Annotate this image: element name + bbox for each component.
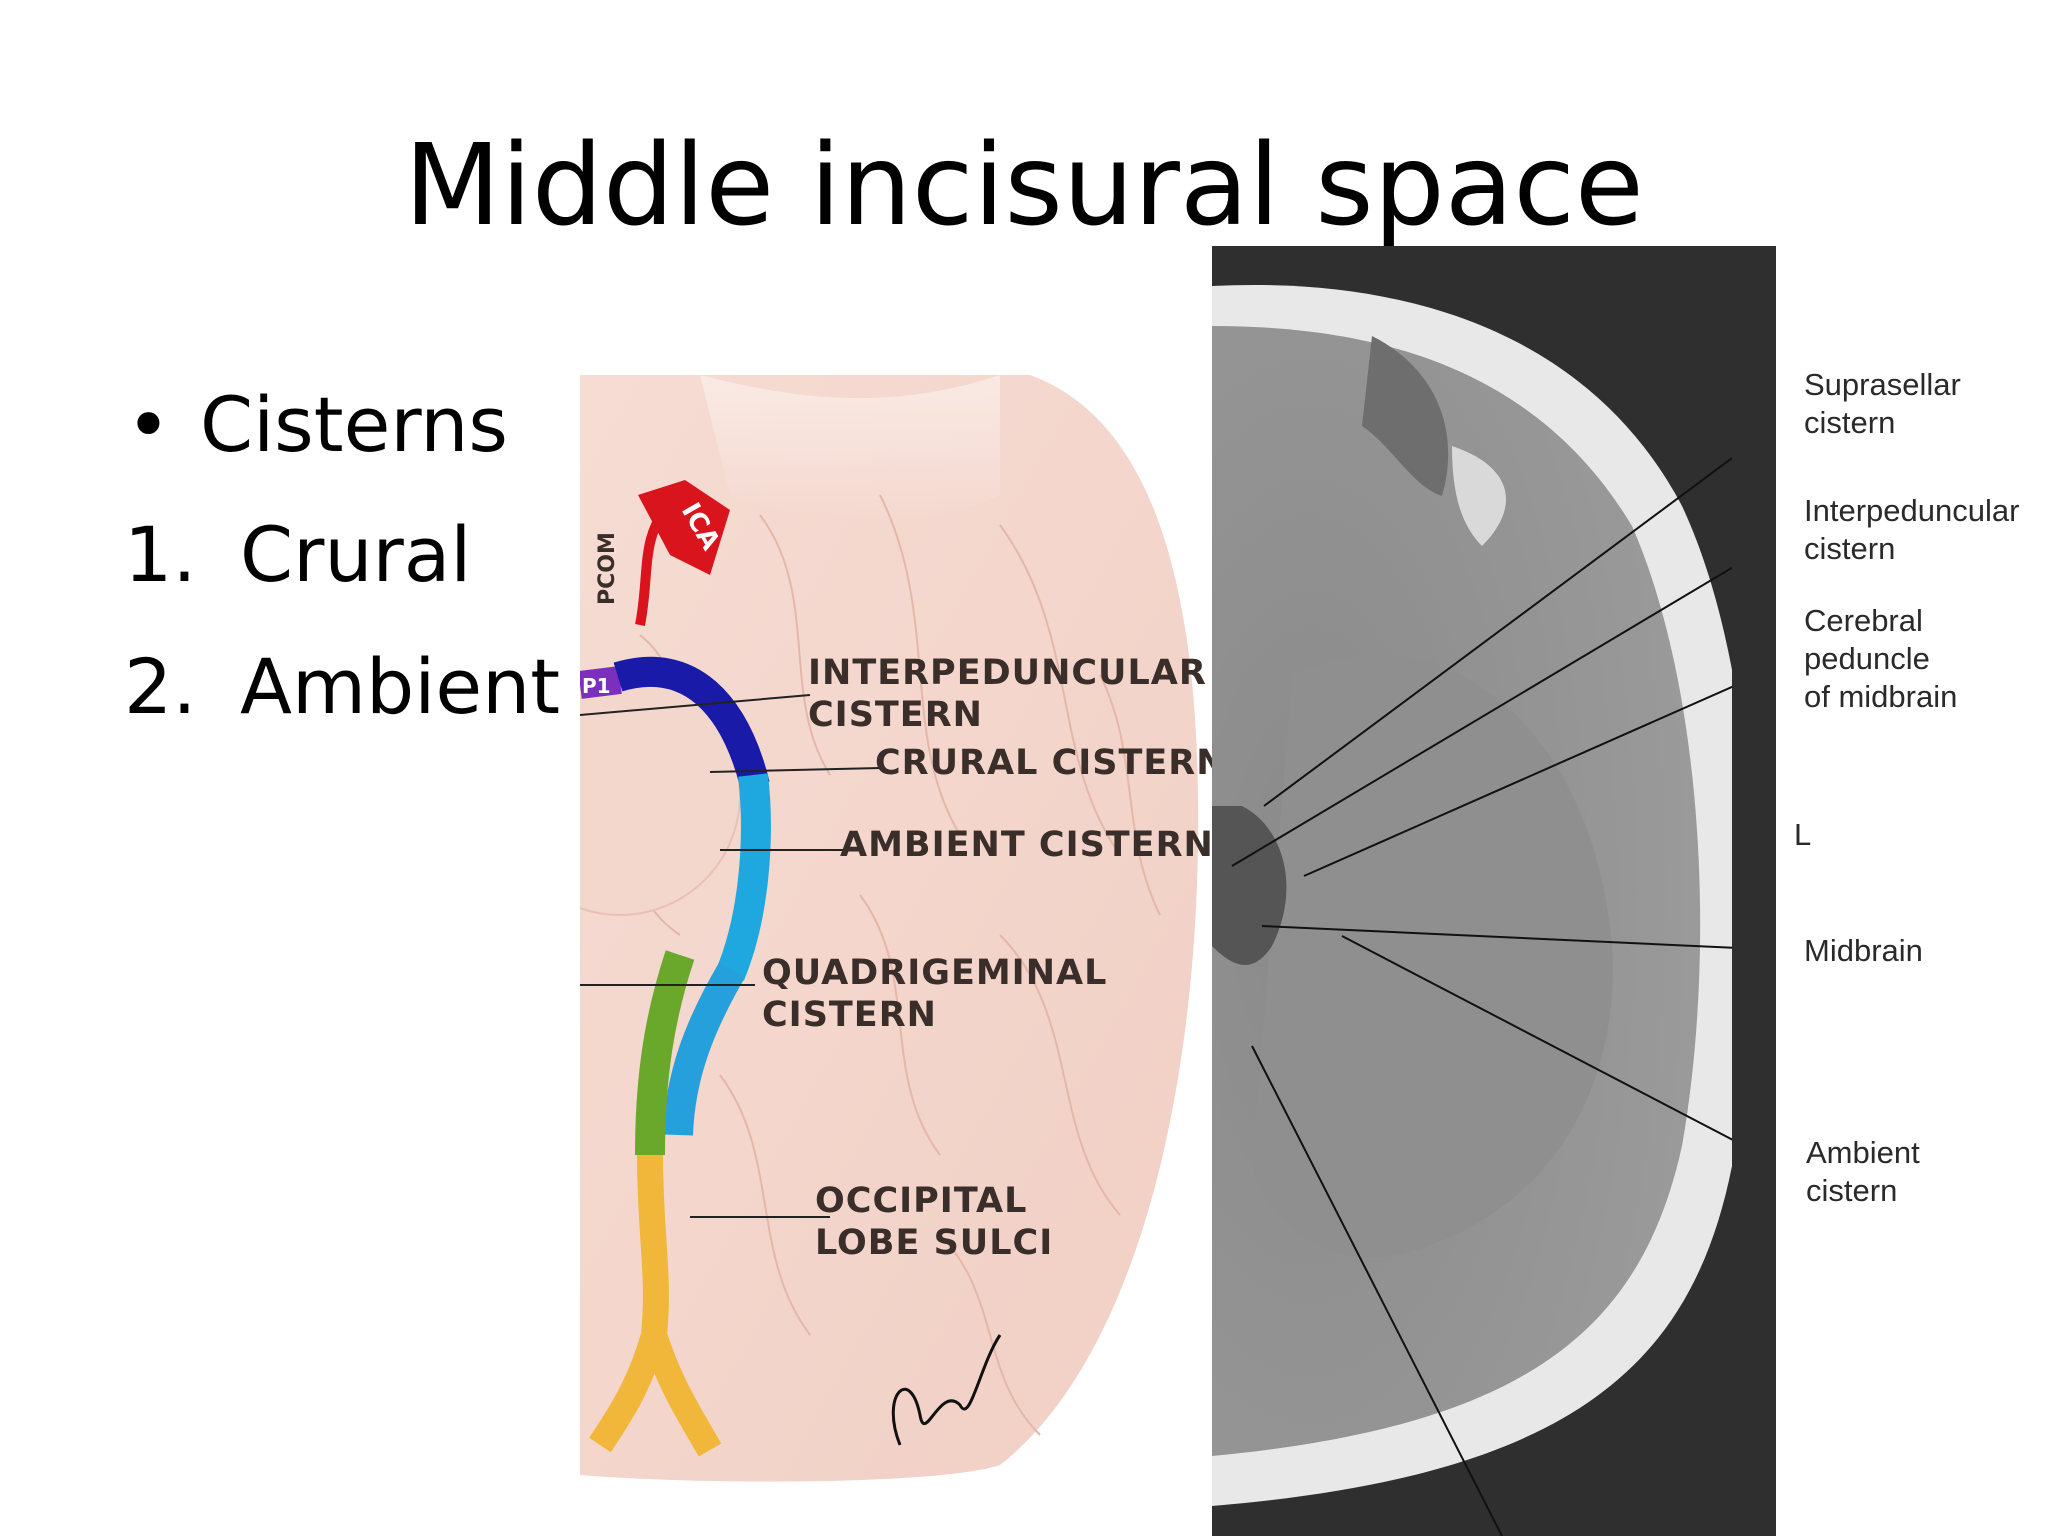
- occipital-segment: [589, 1154, 722, 1457]
- frontal-region: [1362, 336, 1449, 496]
- side-marker-left: L: [1794, 817, 1812, 852]
- pcom-label: PCOM: [595, 532, 620, 605]
- crural-segment: [716, 773, 771, 981]
- bullet-number: 2.: [124, 642, 197, 731]
- p1-segment: [580, 666, 622, 699]
- label-suprasellar-cistern: Suprasellar cistern: [1804, 367, 1961, 440]
- bullet-number: 1.: [124, 510, 197, 599]
- bullet-text: Crural: [240, 510, 472, 599]
- label-crural-cistern: CRURAL CISTERN: [875, 743, 1227, 783]
- label-quadrigeminal-cistern: QUADRIGEMINAL CISTERN: [762, 953, 1108, 1035]
- label-ambient-cistern: AMBIENT CISTERN: [840, 825, 1214, 865]
- bone-fragment: [1452, 446, 1506, 546]
- label-midbrain: Midbrain: [1804, 933, 1923, 968]
- label-occipital-lobe-sulci: OCCIPITAL LOBE SULCI: [815, 1181, 1054, 1263]
- cistern-illustration: ICA PCOM P1: [580, 375, 1199, 1482]
- ct-label-panel: Suprasellar cistern Interpeduncular cist…: [1212, 246, 2048, 1536]
- ct-scan-image: [1212, 246, 1776, 1536]
- label-cerebral-peduncle: Cerebral peduncle of midbrain: [1804, 603, 1958, 714]
- ambient-segment: [663, 962, 745, 1136]
- label-interpeduncular-cistern-ct: Interpeduncular cistern: [1804, 493, 2020, 566]
- label-interpeduncular-cistern: INTERPEDUNCULAR CISTERN: [808, 653, 1207, 735]
- label-ambient-cistern-ct: Ambient cistern: [1806, 1135, 1920, 1208]
- leader-lines: [580, 694, 881, 1218]
- ct-leader-lines: [1231, 424, 1776, 1536]
- upper-lobe-shape: [700, 375, 1000, 522]
- temporal-lobe: [1252, 655, 1613, 1258]
- p1-label: P1: [582, 674, 611, 698]
- interpeduncular-segment: [613, 656, 770, 789]
- bullet-marker: •: [126, 380, 171, 469]
- slide-title: Middle incisural space: [404, 121, 1644, 251]
- artist-signature: [891, 1334, 1002, 1446]
- bullet-text: Ambient: [240, 642, 561, 731]
- ica-vessel: ICA: [635, 480, 730, 626]
- brain-hemisphere-shape: [580, 375, 1199, 1482]
- bullet-text: Cisterns: [200, 380, 509, 469]
- quadrigeminal-segment: [635, 950, 695, 1156]
